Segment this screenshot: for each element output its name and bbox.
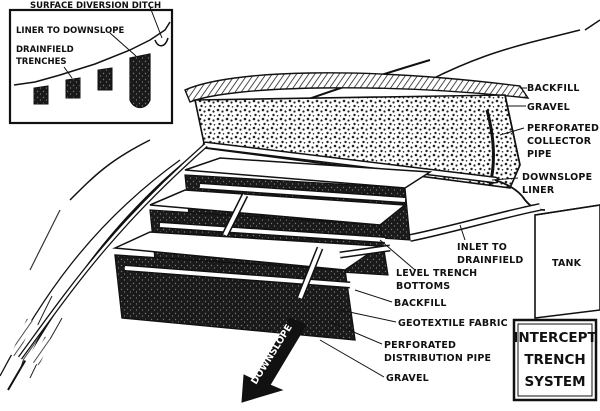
inset-label-trenches: TRENCHES	[16, 57, 67, 67]
title-line-1: INTERCEPT	[513, 330, 597, 346]
label-drainfield: DRAINFIELD	[457, 255, 524, 266]
label-bottoms: BOTTOMS	[396, 281, 450, 292]
label-inlet-to: INLET TO	[457, 242, 507, 253]
inset-diagram	[8, 6, 174, 125]
inlet-pipe	[409, 203, 541, 242]
leader-lines	[319, 87, 527, 378]
label-downslope: DOWNSLOPE	[522, 172, 592, 183]
label-collector: COLLECTOR	[527, 136, 592, 147]
inset-label-surface-diversion-ditch: SURFACE DIVERSION DITCH	[30, 1, 161, 11]
label-liner: LINER	[522, 185, 555, 196]
label-tank: TANK	[552, 258, 582, 269]
inset-label-drainfield: DRAINFIELD	[16, 45, 74, 55]
title-line-2: TRENCH	[524, 352, 585, 368]
collector-pipe	[202, 141, 546, 211]
collector-trench-gravel	[194, 94, 521, 189]
inset-label-liner-to-downslope: LINER TO DOWNSLOPE	[16, 26, 124, 36]
label-perforated-dist: PERFORATED	[384, 340, 456, 351]
title-line-3: SYSTEM	[524, 374, 585, 390]
title-box	[512, 318, 598, 402]
upslope-contour	[429, 29, 581, 81]
label-distribution-pipe: DISTRIBUTION PIPE	[384, 353, 491, 364]
label-perforated: PERFORATED	[527, 123, 599, 134]
label-level-trench: LEVEL TRENCH	[396, 268, 477, 279]
label-pipe: PIPE	[527, 149, 552, 160]
tank	[534, 204, 600, 319]
downslope-arrow	[241, 317, 307, 403]
label-backfill-bottom: BACKFILL	[394, 298, 447, 309]
distribution-header	[221, 193, 391, 300]
collector-backfill	[184, 72, 530, 103]
label-backfill-top: BACKFILL	[527, 83, 580, 94]
label-geotextile-fabric: GEOTEXTILE FABRIC	[398, 318, 508, 329]
label-gravel-top: GRAVEL	[527, 102, 570, 113]
drainfield-trench-front	[112, 231, 383, 341]
label-gravel-bottom: GRAVEL	[386, 373, 429, 384]
